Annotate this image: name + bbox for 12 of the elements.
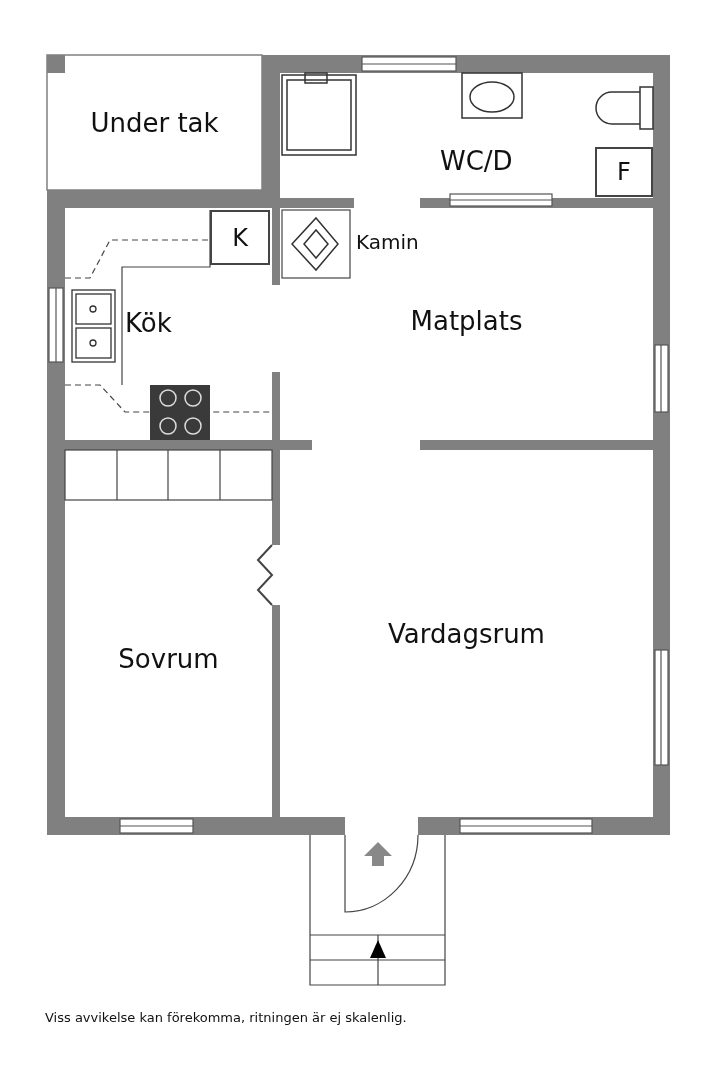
storage-label: F (617, 158, 631, 186)
storage-box (595, 147, 653, 197)
room-label: Matplats (410, 306, 523, 336)
disclaimer-caption: Viss avvikelse kan förekomma, ritningen är ej skalenlig. (45, 1010, 407, 1025)
room-label: Vardagsrum (388, 618, 545, 649)
fixture-label: Kamin (356, 230, 419, 254)
room-label: WC/D (440, 146, 513, 176)
room-label: Sovrum (118, 643, 219, 674)
room-label: Under tak (90, 107, 219, 138)
storage-label: K (232, 223, 248, 252)
storage-box (210, 210, 270, 265)
room-label: Kök (125, 308, 172, 338)
